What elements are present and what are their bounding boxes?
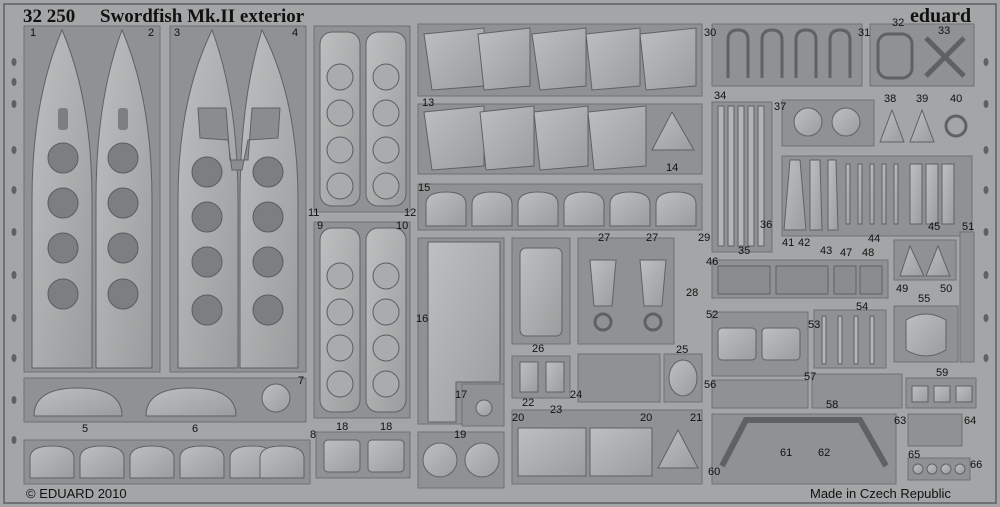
part-number: 62	[818, 447, 831, 459]
part-number: 9	[317, 220, 324, 232]
part-number: 15	[418, 182, 431, 194]
part-number: 34	[714, 90, 727, 102]
part-number: 47	[840, 247, 853, 259]
part-number: 42	[798, 237, 811, 249]
part-number: 27	[598, 232, 611, 244]
part-number: 49	[896, 283, 909, 295]
part-number: 44	[868, 233, 881, 245]
part-number: 41	[782, 237, 795, 249]
part-number: 55	[918, 293, 931, 305]
part-number: 14	[666, 162, 679, 174]
part-number: 48	[862, 247, 875, 259]
part-number: 46	[706, 256, 719, 268]
part-number: 58	[826, 399, 839, 411]
part-number: 31	[858, 27, 871, 39]
part-number: 52	[706, 309, 719, 321]
part-number: 30	[704, 27, 717, 39]
part-number: 20	[512, 412, 525, 424]
part-number: 24	[570, 389, 583, 401]
part-number: 18	[336, 421, 349, 433]
part-number: 63	[894, 415, 907, 427]
part-number: 33	[938, 25, 951, 37]
part-number: 35	[738, 245, 751, 257]
fret-title: Swordfish Mk.II exterior	[100, 6, 305, 27]
part-number: 8	[310, 429, 317, 441]
fret-code: 32 250	[23, 6, 76, 27]
origin-text: Made in Czech Republic	[810, 486, 951, 501]
part-number: 53	[808, 319, 821, 331]
part-number: 18	[380, 421, 393, 433]
part-number: 12	[404, 207, 417, 219]
part-number: 5	[82, 423, 89, 435]
part-number: 1	[30, 27, 37, 39]
part-number: 59	[936, 367, 949, 379]
part-number: 21	[690, 412, 703, 424]
part-number: 20	[640, 412, 653, 424]
part-number: 61	[780, 447, 793, 459]
part-number: 11	[308, 207, 320, 219]
part-number: 10	[396, 220, 409, 232]
copyright-text: © EDUARD 2010	[26, 486, 127, 501]
part-number: 43	[820, 245, 833, 257]
part-number: 40	[950, 93, 963, 105]
part-number: 25	[676, 344, 689, 356]
part-number: 66	[970, 459, 983, 471]
part-number: 16	[416, 313, 429, 325]
part-number: 38	[884, 93, 897, 105]
part-number: 37	[774, 101, 787, 113]
part-number: 7	[298, 375, 305, 387]
part-number: 39	[916, 93, 929, 105]
part-number: 2	[148, 27, 155, 39]
part-number: 54	[856, 301, 869, 313]
part-number: 4	[292, 27, 299, 39]
brand-logo-text: eduard	[910, 5, 972, 27]
part-number: 13	[422, 97, 435, 109]
part-number: 3	[174, 27, 181, 39]
part-number: 27	[646, 232, 659, 244]
part-number: 51	[962, 221, 975, 233]
part-number: 32	[892, 17, 905, 29]
part-number: 57	[804, 371, 817, 383]
part-number: 60	[708, 466, 721, 478]
part-number: 19	[454, 429, 467, 441]
part-number: 29	[698, 232, 711, 244]
part-number: 56	[704, 379, 717, 391]
part-number: 64	[964, 415, 977, 427]
part-number: 22	[522, 397, 535, 409]
part-number: 28	[686, 287, 699, 299]
part-number: 45	[928, 221, 941, 233]
part-number: 50	[940, 283, 953, 295]
part-number: 65	[908, 449, 921, 461]
part-number: 23	[550, 404, 563, 416]
part-number: 26	[532, 343, 545, 355]
part-number: 17	[455, 389, 468, 401]
part-number: 6	[192, 423, 199, 435]
part-number: 36	[760, 219, 773, 231]
